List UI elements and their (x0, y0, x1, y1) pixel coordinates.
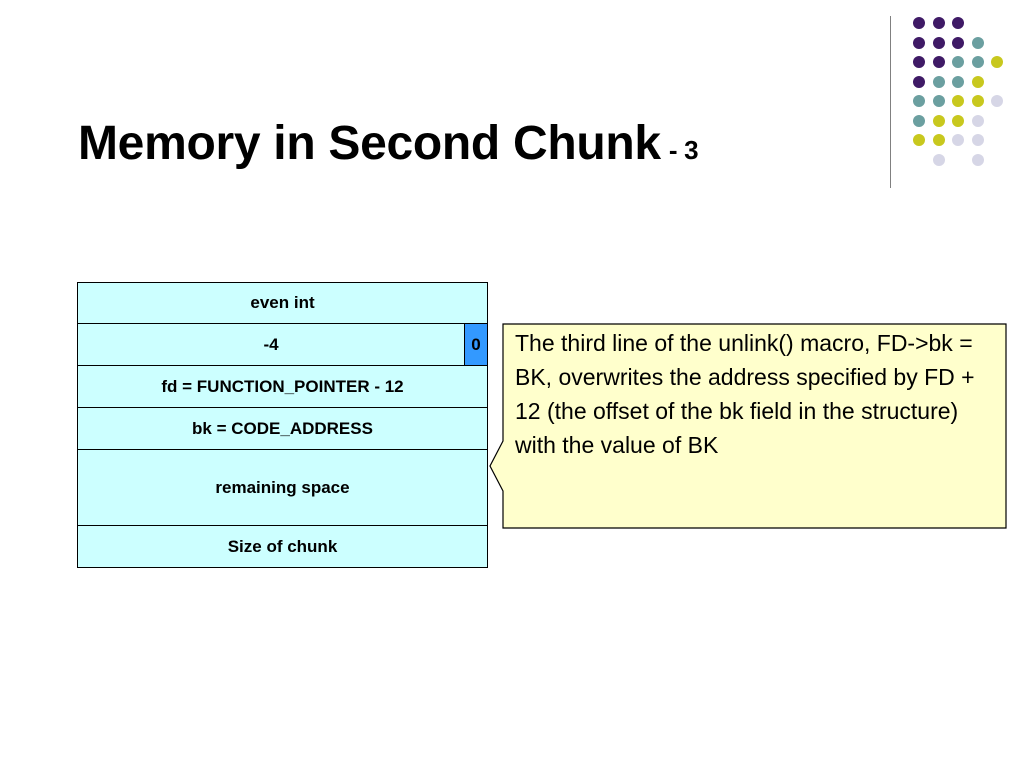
decorative-dot (952, 36, 964, 49)
decorative-dot (932, 56, 945, 68)
decorative-dot (932, 17, 945, 29)
slide-title: Memory in Second Chunk- 3 (78, 116, 699, 171)
decorative-dot (971, 114, 984, 127)
decorative-dot (932, 114, 945, 127)
decorative-dot (913, 56, 925, 68)
slide-title-text: Memory in Second Chunk (78, 117, 661, 170)
cell-size-field-label: -4 (263, 334, 279, 354)
cell-size-of-chunk-label: Size of chunk (227, 536, 338, 556)
cell-even-int-label: even int (250, 293, 315, 312)
callout-text: The third line of the unlink() macro, FD… (515, 330, 975, 458)
decorative-dot (971, 36, 984, 49)
decorative-dot (971, 153, 984, 166)
cell-size-field: -4 (77, 323, 465, 366)
cell-bk: bk = CODE_ADDRESS (77, 407, 488, 450)
decorative-dot (971, 56, 984, 68)
decorative-dot (952, 95, 964, 107)
decorative-dot (913, 95, 925, 107)
decorative-dot (932, 134, 945, 146)
callout-box (489, 323, 1007, 529)
cell-prev-inuse-flag-label: 0 (471, 334, 481, 354)
decorative-dot (952, 114, 964, 127)
decorative-dot (952, 134, 964, 146)
cell-even-int: even int (77, 282, 488, 324)
decorative-dot (913, 134, 925, 146)
decorative-dot (952, 17, 964, 29)
decorative-divider (890, 16, 891, 188)
cell-bk-label: bk = CODE_ADDRESS (192, 418, 373, 438)
slide-subtitle: - 3 (668, 135, 699, 165)
decorative-dot (913, 114, 925, 127)
decorative-dot (971, 75, 984, 88)
decorative-dot (952, 75, 964, 88)
cell-size-of-chunk: Size of chunk (77, 525, 488, 568)
decorative-dot (913, 75, 925, 88)
decorative-dot (932, 95, 945, 107)
decorative-dot (991, 95, 1003, 107)
decorative-dot (991, 56, 1003, 68)
cell-remaining-space: remaining space (77, 449, 488, 526)
cell-fd-label: fd = FUNCTION_POINTER - 12 (161, 376, 404, 396)
decorative-dot (913, 36, 925, 49)
decorative-dot (932, 36, 945, 49)
decorative-dot (932, 153, 945, 166)
cell-remaining-space-label: remaining space (215, 477, 350, 497)
decorative-dot (952, 56, 964, 68)
decorative-dot (971, 134, 984, 146)
decorative-dot (971, 95, 984, 107)
decorative-dot (913, 17, 925, 29)
decorative-dot (932, 75, 945, 88)
cell-fd: fd = FUNCTION_POINTER - 12 (77, 365, 488, 408)
cell-prev-inuse-flag: 0 (464, 323, 488, 366)
